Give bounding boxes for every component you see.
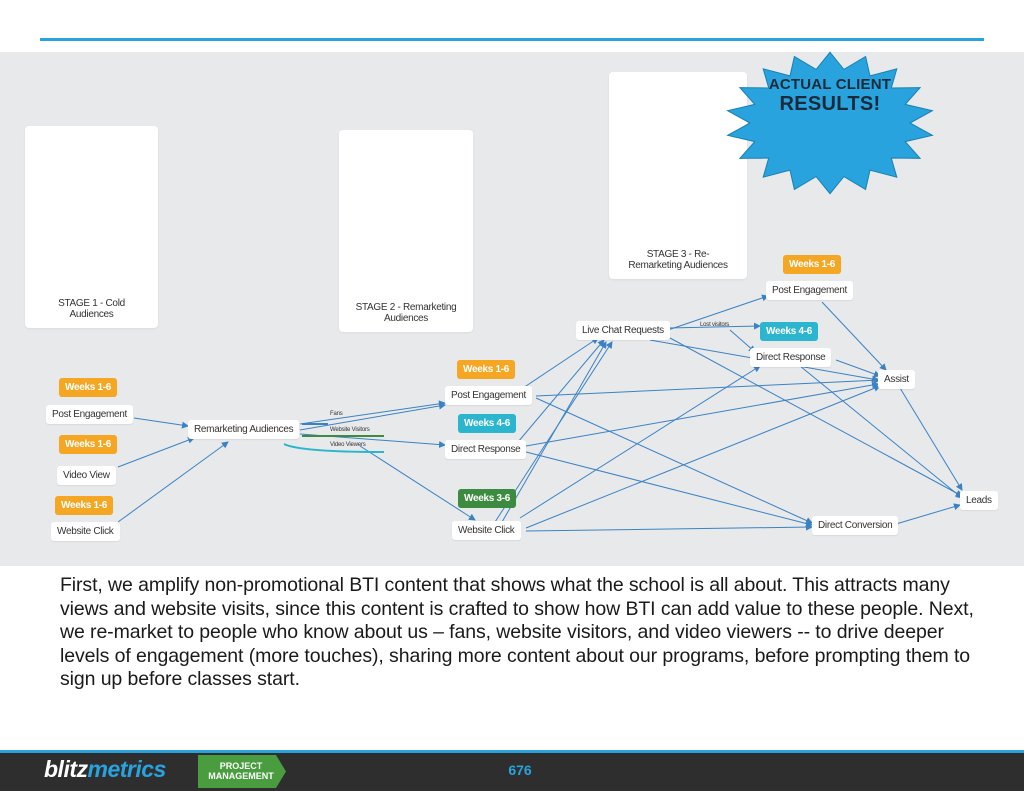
pm-line2: MANAGEMENT (208, 771, 274, 781)
logo-part-a: blitz (44, 756, 88, 782)
node-post-engagement-stage1: Post Engagement (46, 405, 133, 424)
node-direct-response-stage3: Direct Response (750, 348, 832, 367)
node-live-chat-requests: Live Chat Requests (576, 321, 670, 340)
weeks-badge: Weeks 3-6 (458, 489, 517, 508)
footer-bar (0, 750, 1024, 791)
weeks-badge: Weeks 4-6 (458, 414, 517, 433)
project-management-tag (198, 755, 286, 788)
node-direct-conversion: Direct Conversion (812, 516, 899, 535)
footer-rule (0, 750, 1024, 753)
weeks-badge: Weeks 1-6 (59, 435, 118, 454)
stage-2-label: STAGE 2 - Remarketing Audiences (355, 302, 457, 324)
stage-2-card: STAGE 2 - Remarketing Audiences (339, 130, 473, 332)
node-assist: Assist (878, 370, 915, 389)
weeks-badge: Weeks 1-6 (55, 496, 114, 515)
node-direct-response-stage2: Direct Response (445, 440, 527, 459)
starburst-line1: ACTUAL CLIENT (768, 76, 892, 93)
node-leads: Leads (960, 491, 998, 510)
logo-part-b: metrics (87, 756, 167, 782)
stage-3-label: STAGE 3 - Re- Remarketing Audiences (628, 249, 728, 271)
weeks-badge: Weeks 4-6 (760, 322, 819, 341)
blitzmetrics-logo: blitzmetrics (44, 756, 166, 783)
weeks-badge: Weeks 1-6 (457, 360, 516, 379)
top-rule (40, 38, 984, 41)
node-post-engagement-stage3: Post Engagement (766, 281, 853, 300)
stage-1-label: STAGE 1 - Cold Audiences (58, 298, 125, 320)
page-number: 676 (508, 762, 532, 778)
node-post-engagement-stage2: Post Engagement (445, 386, 532, 405)
weeks-badge: Weeks 1-6 (783, 255, 842, 274)
node-remarketing-audiences: Remarketing Audiences (188, 420, 300, 439)
edge-label-fans: Fans (330, 411, 343, 417)
starburst-line2: RESULTS! (779, 93, 881, 115)
stage-3-card: STAGE 3 - Re- Remarketing Audiences (609, 72, 747, 279)
edge-label-video-viewers: Video Viewers (330, 442, 366, 448)
node-website-click-stage2: Website Click (452, 521, 521, 540)
node-video-view: Video View (57, 466, 116, 485)
pm-line1: PROJECT (219, 761, 263, 771)
starburst-badge (726, 51, 934, 195)
starburst-text: ACTUAL CLIENT RESULTS! (724, 76, 936, 115)
edge-label-website-visitors: Website Visitors (330, 427, 370, 433)
body-paragraph: First, we amplify non-promotional BTI co… (60, 574, 974, 690)
project-management-label: PROJECT MANAGEMENT (203, 761, 279, 781)
weeks-badge: Weeks 1-6 (59, 378, 118, 397)
edge-label-lost-visitors: Lost visitors (700, 322, 730, 328)
node-website-click-stage1: Website Click (51, 522, 120, 541)
stage-1-card: STAGE 1 - Cold Audiences (25, 126, 158, 328)
